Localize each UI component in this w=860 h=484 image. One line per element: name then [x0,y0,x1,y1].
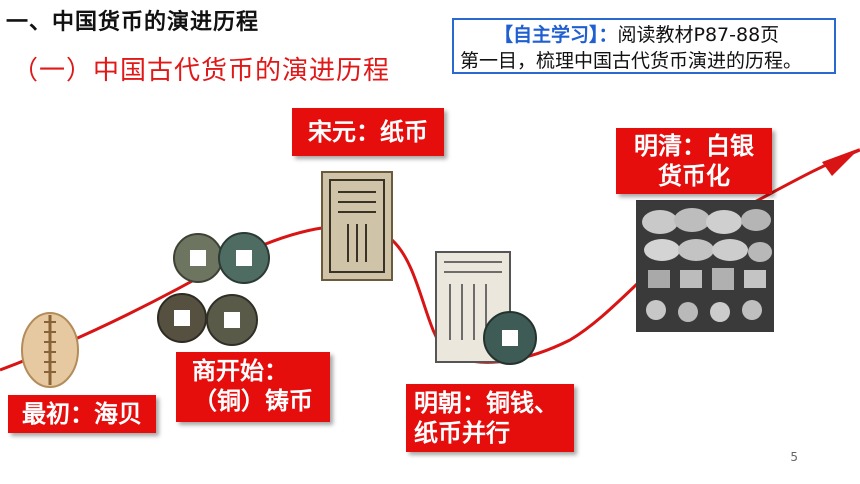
stage-label-copper: 商开始： （铜）铸币 [176,352,330,422]
page-heading: 一、中国货币的演进历程 [6,10,260,35]
copper-coins-image [157,232,270,346]
page-number: 5 [790,450,798,464]
paper-money-image [321,171,393,281]
stage-label-ming-line2: 纸币并行 [414,419,510,447]
stage-label-ming-line1: 明朝：铜钱、 [414,389,558,417]
stage-label-shell: 最初：海贝 [8,395,156,433]
note-line-2: 第一目，梳理中国古代货币演进的历程。 [460,50,803,72]
ming-money-image [435,251,537,365]
stage-label-copper-line2: （铜）铸币 [193,387,313,415]
stage-label-silver: 明清：白银 货币化 [616,128,772,194]
trend-arrow-icon [822,148,860,176]
stage-label-ming: 明朝：铜钱、 纸币并行 [406,384,574,452]
stage-label-silver-line2: 货币化 [658,162,730,190]
note-line-1: 【自主学习】：阅读教材P87-88页 [460,22,828,48]
stage-label-paper-text: 宋元：纸币 [308,118,428,146]
stage-label-shell-text: 最初：海贝 [22,400,142,428]
note-tag: 【自主学习】： [494,24,618,46]
self-study-note: 【自主学习】：阅读教材P87-88页 第一目，梳理中国古代货币演进的历程。 [452,18,836,74]
note-line-1-text: 阅读教材P87-88页 [617,24,780,46]
stage-label-copper-line1: 商开始： [192,357,288,385]
silver-ingots-image [636,200,774,332]
shell-image [21,312,79,388]
stage-label-silver-line1: 明清：白银 [634,132,754,160]
section-subheading: （一）中国古代货币的演进历程 [12,56,391,86]
stage-label-paper: 宋元：纸币 [292,108,444,156]
